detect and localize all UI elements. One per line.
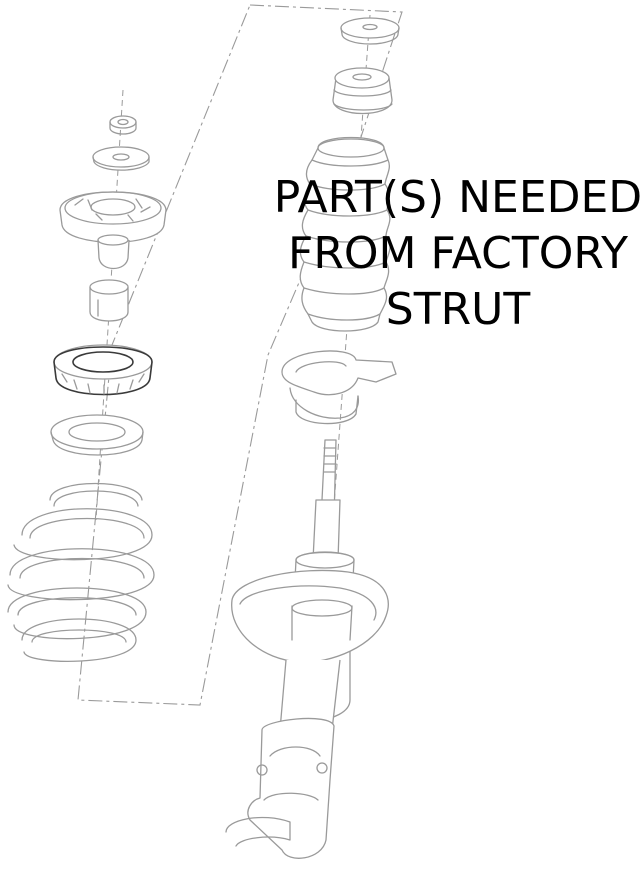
piston-rod xyxy=(312,439,341,561)
caption-line-1: PART(S) NEEDED xyxy=(273,172,643,223)
coil-spring xyxy=(7,482,155,662)
upper-spring-seat xyxy=(281,350,397,425)
caption-line-2: FROM FACTORY xyxy=(288,228,628,279)
rubber-bushing xyxy=(89,279,129,322)
spring-seat-ring xyxy=(50,414,144,456)
parts-needed-caption: PART(S) NEEDED FROM FACTORY STRUT xyxy=(260,170,644,338)
upper-strut-mount xyxy=(59,191,167,270)
caption-line-3: STRUT xyxy=(385,284,531,335)
dust-boot xyxy=(299,136,391,332)
strut-bearing xyxy=(53,344,153,396)
bump-stop xyxy=(332,67,393,115)
top-washer xyxy=(92,146,150,171)
top-nut xyxy=(109,115,137,135)
strut-body xyxy=(225,551,389,859)
dust-cap-washer xyxy=(340,17,400,45)
